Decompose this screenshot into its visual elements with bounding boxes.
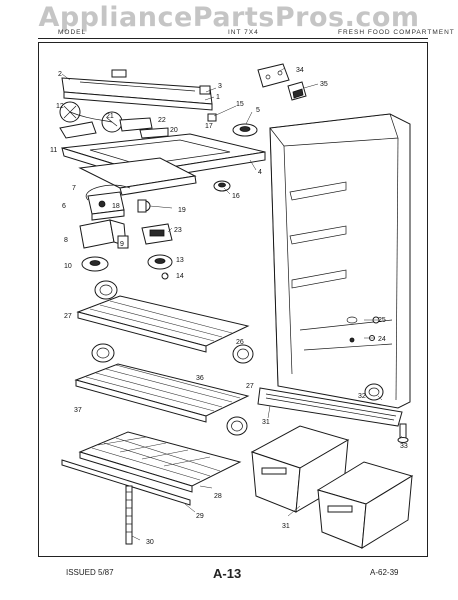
callout-10: 10 — [64, 263, 72, 270]
control-housing-tray — [61, 133, 266, 196]
callout-17: 17 — [205, 123, 213, 130]
callout-36: 35 — [320, 81, 328, 88]
callout-5: 5 — [256, 107, 260, 114]
callout-16: 16 — [232, 193, 240, 200]
callout-31: 31 — [282, 523, 290, 530]
base-grille — [257, 387, 403, 427]
small-parts-upper — [119, 113, 217, 139]
cabinet-liner — [269, 113, 411, 409]
callout-15: 15 — [236, 101, 244, 108]
bracket-part-35 — [257, 63, 290, 88]
callout-26: 26 — [236, 339, 244, 346]
callout-23: 23 — [174, 227, 182, 234]
shelf-support-27b — [91, 343, 115, 363]
callout-18: 18 — [112, 203, 120, 210]
part-13 — [147, 254, 173, 280]
part-33 — [364, 383, 384, 401]
callout-28: 28 — [214, 493, 222, 500]
control-box — [79, 219, 173, 249]
diagram-code: A-62-39 — [370, 568, 399, 577]
leader-lines — [61, 67, 403, 541]
callout-34: 33 — [400, 443, 408, 450]
crisper-drawer-left — [250, 425, 350, 513]
control-knob-part-3 — [232, 123, 258, 137]
leveling-leg-34 — [397, 423, 409, 443]
middle-shelf — [74, 363, 250, 423]
cover-strip-29 — [61, 459, 191, 506]
callout-21: 21 — [106, 113, 114, 120]
issued-date: ISSUED 5/87 — [66, 568, 114, 577]
callout-24: 24 — [378, 336, 386, 343]
callout-8: 8 — [64, 237, 68, 244]
callout-19: 19 — [178, 207, 186, 214]
callout-32: 31 — [262, 419, 270, 426]
header-title: FRESH FOOD COMPARTMENT — [338, 29, 455, 36]
light-housing-bar — [61, 69, 213, 111]
callout-14: 14 — [176, 273, 184, 280]
part-16 — [213, 180, 231, 192]
callout-35: 34 — [296, 67, 304, 74]
callout-27b: 27 — [246, 383, 254, 390]
header-model: MODEL — [58, 29, 87, 36]
callout-2: 2 — [58, 71, 62, 78]
upper-shelf — [76, 295, 250, 353]
callout-27a: 27 — [64, 313, 72, 320]
callout-37b: 37 — [74, 407, 82, 414]
watermark-logo: AppliancePartsPros.com — [38, 2, 420, 33]
callout-33: 32 — [358, 393, 366, 400]
callout-4: 4 — [258, 169, 262, 176]
callout-6: 6 — [62, 203, 66, 210]
shelf-support-27a — [94, 280, 118, 300]
diagram-frame — [38, 42, 428, 557]
callout-20: 20 — [170, 127, 178, 134]
thermostat-block — [85, 184, 151, 221]
callout-25: 25 — [378, 317, 386, 324]
callout-12: 12 — [56, 103, 64, 110]
crisper-drawer-right — [316, 461, 414, 549]
header-rule — [38, 38, 428, 39]
callout-7: 7 — [72, 185, 76, 192]
page-number: A-13 — [213, 566, 242, 581]
part-10 — [81, 256, 109, 272]
callout-37a: 36 — [196, 375, 204, 382]
callout-11: 11 — [50, 147, 57, 154]
callout-1: 1 — [216, 94, 220, 101]
callout-29: 29 — [196, 513, 204, 520]
callout-30: 30 — [146, 539, 154, 546]
callout-3a: 3 — [218, 83, 222, 90]
bracket-part-36 — [287, 81, 307, 101]
callout-labels: 2 3 1 34 35 15 5 12 21 22 20 17 11 4 7 1… — [50, 67, 408, 546]
crisper-cover-frame — [78, 431, 242, 493]
shelf-support-27c — [226, 416, 248, 436]
callout-9: 9 — [120, 241, 124, 248]
header-section: INT 7X4 — [228, 29, 259, 36]
shelf-support-26 — [232, 344, 254, 364]
callout-13: 13 — [176, 257, 184, 264]
callout-22: 22 — [158, 117, 166, 124]
rod-part-30 — [125, 485, 133, 545]
lamp-cluster — [59, 101, 123, 139]
